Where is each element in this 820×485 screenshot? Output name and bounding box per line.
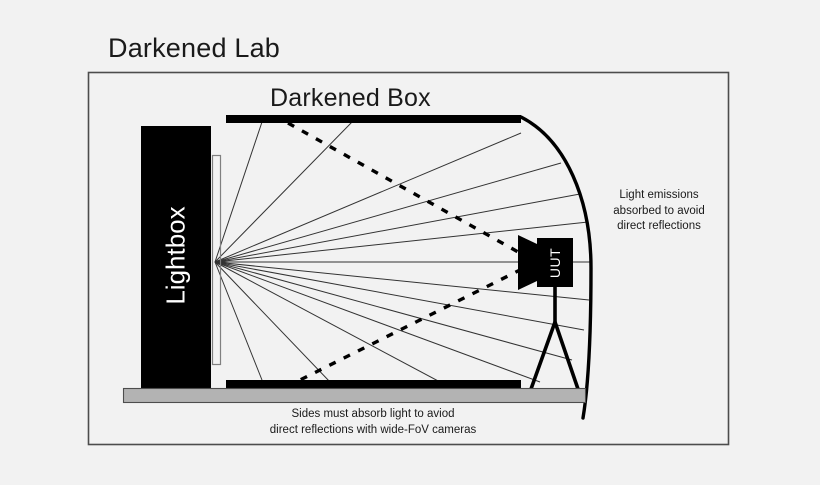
lightbox-body	[141, 126, 211, 388]
light-ray	[214, 261, 585, 331]
bottom-annotation: Sides must absorb light to aviod direct …	[228, 406, 518, 438]
bottom-annotation-line-2: direct reflections with wide-FoV cameras	[269, 424, 477, 436]
lab-frame	[87, 71, 730, 446]
right-annotation-line-3: direct reflections	[617, 220, 701, 232]
light-ray	[214, 261, 590, 301]
light-ray	[214, 132, 522, 263]
light-ray	[214, 261, 331, 383]
dashed-reflection-path	[287, 121, 537, 382]
right-annotation: Light emissions absorbed to avoid direct…	[598, 188, 720, 235]
bottom-absorber-panel	[226, 380, 521, 388]
light-ray	[214, 121, 263, 263]
light-ray	[214, 261, 541, 383]
tripod-leg-right	[553, 321, 580, 390]
lab-title: Darkened Lab	[108, 33, 281, 63]
uut-body	[537, 238, 573, 287]
light-ray	[214, 121, 353, 263]
uut-lens-cone	[518, 235, 537, 290]
curved-absorber-wall	[519, 115, 593, 420]
tripod-leg-left	[529, 321, 557, 390]
bottom-annotation-line-1: Sides must absorb light to aviod	[291, 408, 455, 420]
light-ray	[214, 193, 581, 263]
light-ray	[214, 162, 562, 263]
optical-table	[122, 387, 587, 404]
light-ray	[214, 261, 263, 381]
darkened-box-title: Darkened Box	[270, 84, 431, 112]
light-ray	[214, 221, 589, 263]
lightbox-aperture	[211, 154, 222, 366]
light-ray	[214, 261, 441, 383]
uut-tripod-stand	[529, 287, 580, 390]
light-ray	[214, 261, 573, 361]
top-absorber-panel	[226, 115, 521, 123]
right-annotation-line-1: Light emissions	[619, 189, 699, 201]
right-annotation-line-2: absorbed to avoid	[613, 204, 705, 217]
dashed-segment-outgoing	[299, 260, 537, 382]
